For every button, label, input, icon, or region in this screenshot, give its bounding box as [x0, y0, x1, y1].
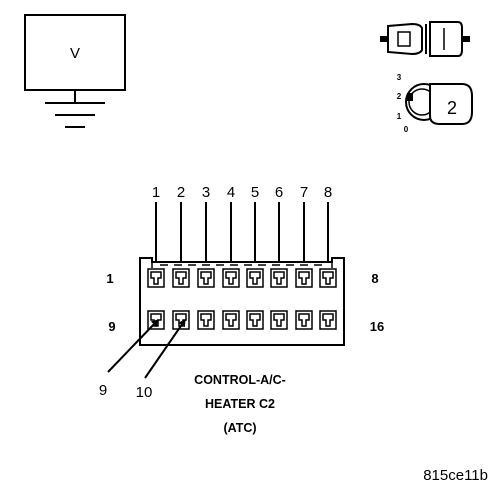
ignition-position-2: 2	[397, 92, 402, 101]
figure-id: 815ce11b	[423, 467, 488, 484]
terminal-cavity-13	[246, 310, 264, 330]
pin-label-1: 1	[152, 184, 160, 201]
ignition-selected-position: 2	[447, 98, 457, 118]
connector-name-line1: CONTROL-A/C-	[194, 373, 286, 387]
connector-plug-icon	[380, 21, 470, 57]
pin-label-6: 6	[275, 184, 283, 201]
row1-start-label: 1	[106, 271, 113, 286]
terminal-cavity-7	[295, 268, 313, 288]
terminal-cavity-1	[147, 268, 165, 288]
connector-name-line2: HEATER C2	[205, 397, 275, 411]
connector-terminals	[147, 268, 337, 330]
terminal-cavity-4	[222, 268, 240, 288]
row2-start-label: 9	[108, 319, 115, 334]
terminal-cavity-9	[147, 310, 165, 330]
connector-name-line3: (ATC)	[223, 421, 256, 435]
terminal-cavity-16	[319, 310, 337, 330]
row1-end-label: 8	[371, 271, 378, 286]
pin-label-5: 5	[251, 184, 259, 201]
ignition-position-3: 3	[397, 73, 402, 82]
voltmeter-symbol: V	[24, 14, 126, 128]
terminal-cavity-12	[222, 310, 240, 330]
terminal-cavity-3	[197, 268, 215, 288]
terminal-cavity-5	[246, 268, 264, 288]
pin-arrows-bottom	[107, 319, 186, 379]
ground-icon	[45, 90, 105, 128]
pin-arrows-top	[152, 202, 332, 271]
terminal-cavity-14	[270, 310, 288, 330]
pin-number-labels: 1 2 3 4 5 6 7 8	[152, 184, 332, 201]
pin-label-9: 9	[99, 382, 107, 399]
ignition-position-0: 0	[404, 125, 409, 134]
ignition-key-icon: 3 2 1 0 2	[397, 73, 473, 134]
terminal-cavity-6	[270, 268, 288, 288]
pin-label-3: 3	[202, 184, 210, 201]
terminal-cavity-11	[197, 310, 215, 330]
voltmeter-label: V	[70, 45, 80, 62]
pin-label-10: 10	[136, 384, 153, 401]
ignition-position-1: 1	[397, 112, 402, 121]
pin-label-7: 7	[300, 184, 308, 201]
pin-label-8: 8	[324, 184, 332, 201]
terminal-cavity-2	[172, 268, 190, 288]
terminal-cavity-8	[319, 268, 337, 288]
pin-label-2: 2	[177, 184, 185, 201]
pin-label-4: 4	[227, 184, 235, 201]
row2-end-label: 16	[370, 319, 384, 334]
terminal-cavity-15	[295, 310, 313, 330]
connector-body	[139, 257, 345, 346]
